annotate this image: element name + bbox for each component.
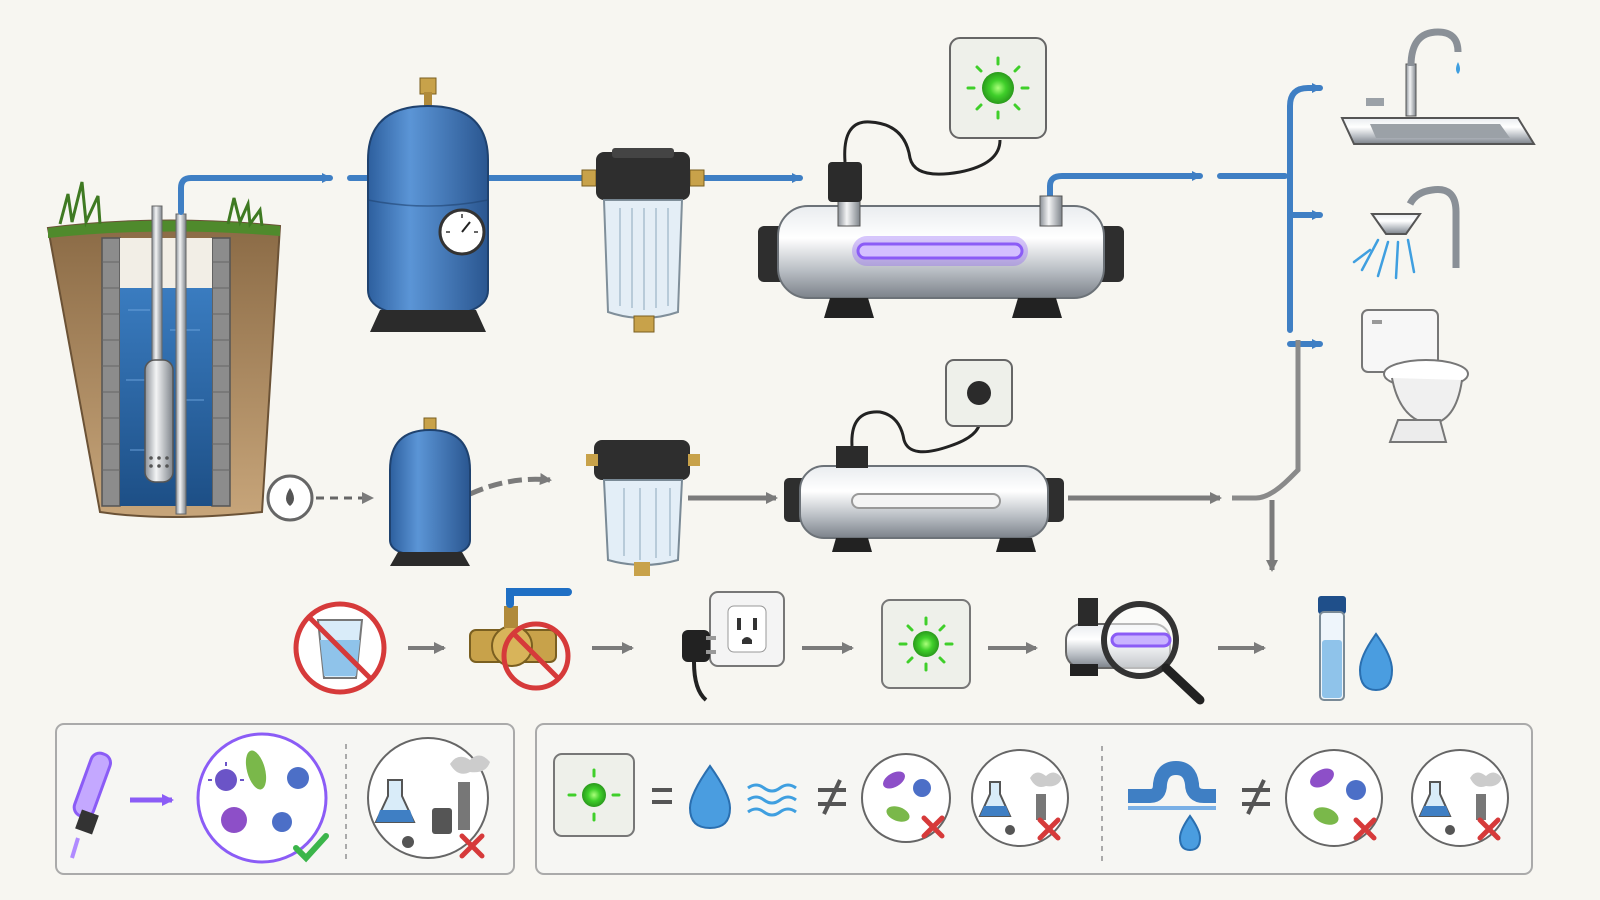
- close-valve-icon: [469, 588, 572, 691]
- supply-pipes: [178, 83, 1323, 349]
- chemicals-not-removed-icon: [1411, 749, 1509, 847]
- toilet-icon: [1361, 309, 1469, 443]
- controller-green-light-icon: [949, 37, 1047, 139]
- bypass-flow: [266, 340, 1301, 572]
- microbes-not-removed-icon: [861, 753, 951, 843]
- pressure-tank-small-icon: [389, 417, 471, 566]
- green-light-equals-clear-water-icon: [553, 753, 635, 837]
- legend-panel-uv-kills-microbes: [55, 723, 515, 875]
- uv-lamp-icon: [70, 751, 112, 859]
- water-sample-icon: [1318, 596, 1394, 701]
- microbes-not-removed-icon: [1285, 749, 1383, 847]
- sink-faucet-icon: [1340, 28, 1536, 145]
- water-drop-icon: [286, 488, 294, 506]
- no-drinking-icon: [293, 601, 387, 695]
- pipe-flow-icon: [1128, 760, 1216, 852]
- pressure-tank-icon: [367, 77, 489, 332]
- shower-head-icon: [1352, 185, 1460, 280]
- water-drop-icon: [688, 764, 732, 830]
- waves-icon: [747, 783, 797, 817]
- microbes-icon: [196, 732, 328, 864]
- uv-sterilizer-inactive-icon: [784, 410, 1064, 552]
- sediment-filter-small-icon: [586, 440, 700, 576]
- sediment-filter-icon: [581, 148, 705, 333]
- plug-outlet-icon: [682, 591, 785, 702]
- controller-off-icon: [945, 359, 1013, 427]
- green-indicator-icon: [881, 599, 971, 689]
- chemicals-not-removed-icon: [971, 749, 1069, 847]
- legend-panel-limitations: [535, 723, 1533, 875]
- well-with-submersible-pump-icon: [46, 181, 282, 518]
- uv-sterilizer-active-icon: [758, 120, 1124, 318]
- chemicals-not-removed-icon: [367, 737, 490, 859]
- inspect-lamp-icon: [1065, 598, 1205, 705]
